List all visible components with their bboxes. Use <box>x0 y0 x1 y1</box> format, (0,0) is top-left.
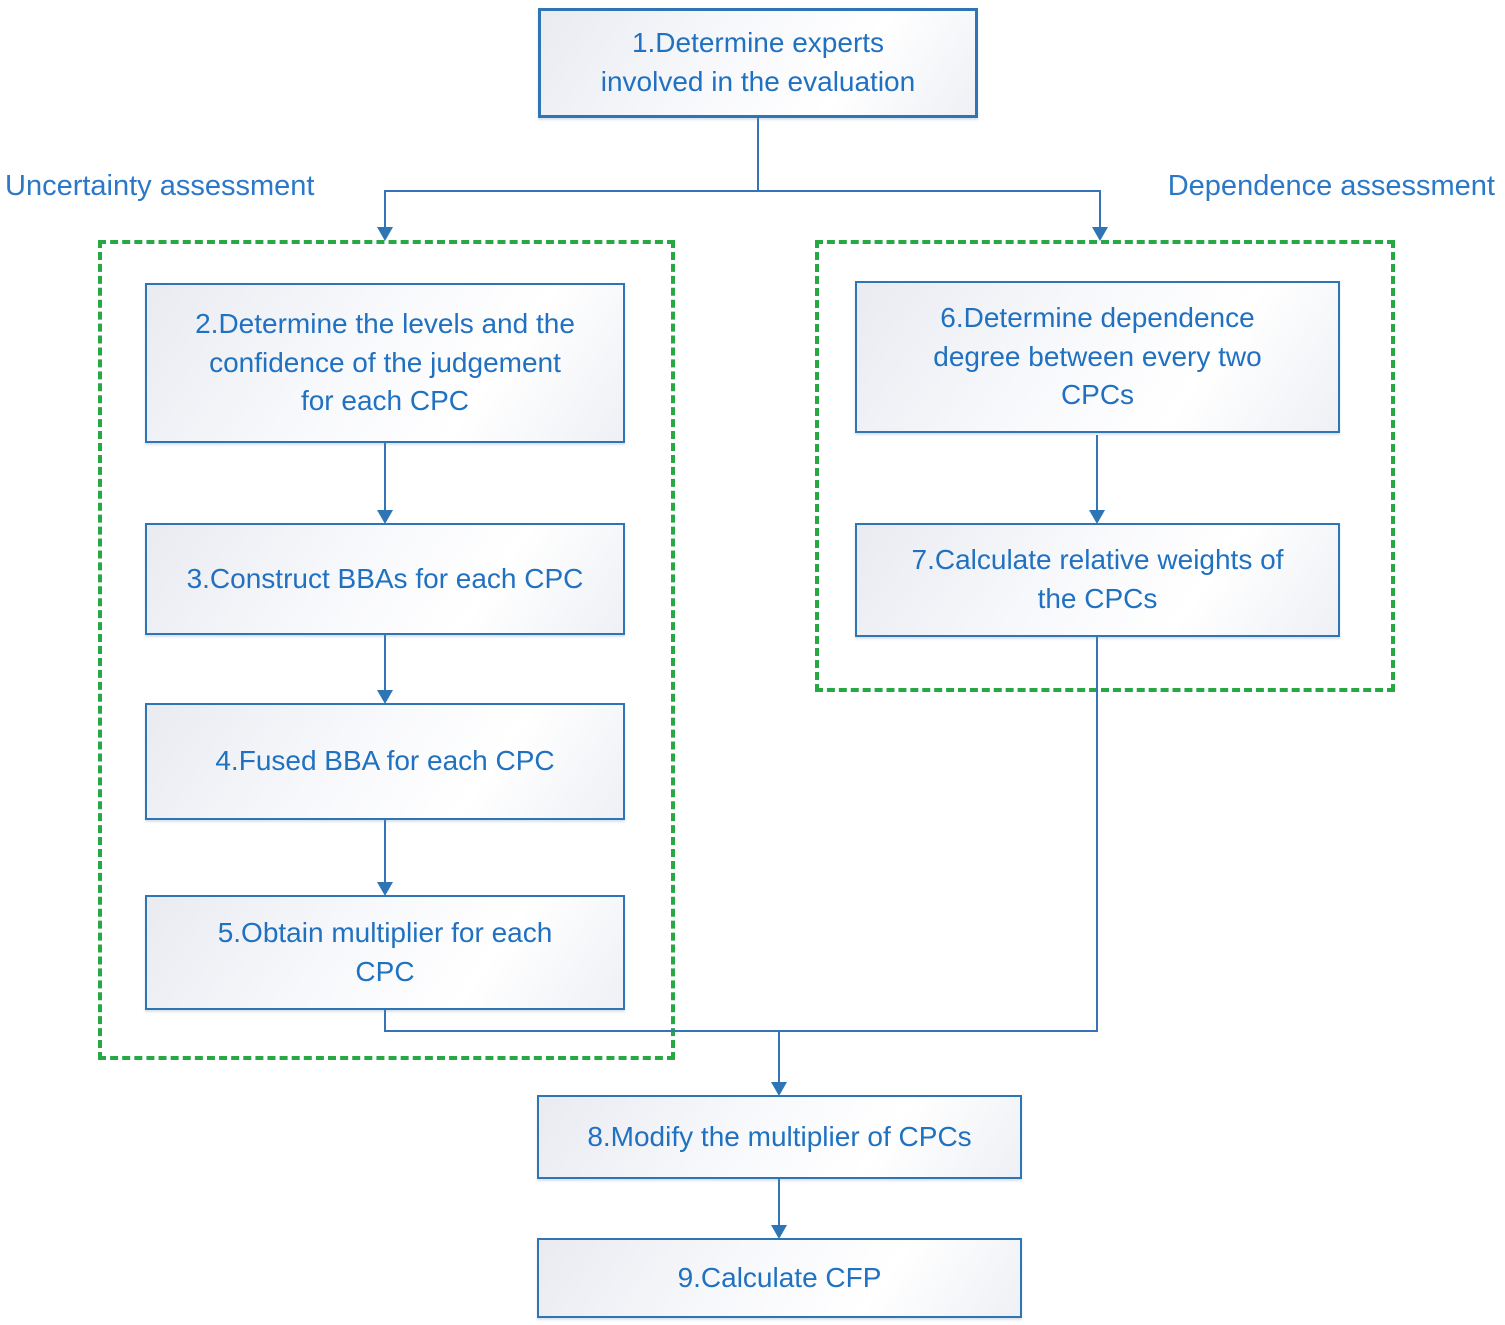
connector-step3-step4 <box>384 635 386 692</box>
arrowhead-into-dependence-group <box>1092 227 1108 241</box>
dependence-assessment-group-box <box>815 240 1395 692</box>
step-2-box: 2.Determine the levels and the confidenc… <box>145 283 625 443</box>
uncertainty-assessment-group-box <box>98 240 675 1060</box>
arrowhead-step5 <box>377 882 393 896</box>
arrowhead-step8 <box>771 1082 787 1096</box>
step-3-box: 3.Construct BBAs for each CPC <box>145 523 625 635</box>
connector-step1-down <box>757 118 759 192</box>
arrowhead-step4 <box>377 690 393 704</box>
step-6-box: 6.Determine dependence degree between ev… <box>855 281 1340 433</box>
connector-branch-left-stem <box>384 190 386 229</box>
connector-merge-stem <box>778 1030 780 1084</box>
connector-step6-step7 <box>1096 435 1098 512</box>
arrowhead-step9 <box>771 1225 787 1239</box>
connector-branch-horizontal <box>385 190 1101 192</box>
step-1-box: 1.Determine experts involved in the eval… <box>538 8 978 118</box>
step-5-box: 5.Obtain multiplier for each CPC <box>145 895 625 1010</box>
connector-step7-down <box>1096 637 1098 1032</box>
step-9-box: 9.Calculate CFP <box>537 1238 1022 1318</box>
arrowhead-into-uncertainty-group <box>377 227 393 241</box>
uncertainty-assessment-label: Uncertainty assessment <box>5 170 315 202</box>
step-4-box: 4.Fused BBA for each CPC <box>145 703 625 820</box>
arrowhead-step3 <box>377 510 393 524</box>
arrowhead-step7 <box>1089 510 1105 524</box>
step-8-box: 8.Modify the multiplier of CPCs <box>537 1095 1022 1179</box>
connector-step8-step9 <box>778 1179 780 1227</box>
connector-step5-down <box>384 1010 386 1032</box>
step-7-box: 7.Calculate relative weights of the CPCs <box>855 523 1340 637</box>
connector-branch-right-stem <box>1099 190 1101 229</box>
connector-merge-horizontal <box>384 1030 1098 1032</box>
connector-step4-step5 <box>384 820 386 884</box>
connector-step2-step3 <box>384 443 386 512</box>
dependence-assessment-label: Dependence assessment <box>1167 170 1495 202</box>
